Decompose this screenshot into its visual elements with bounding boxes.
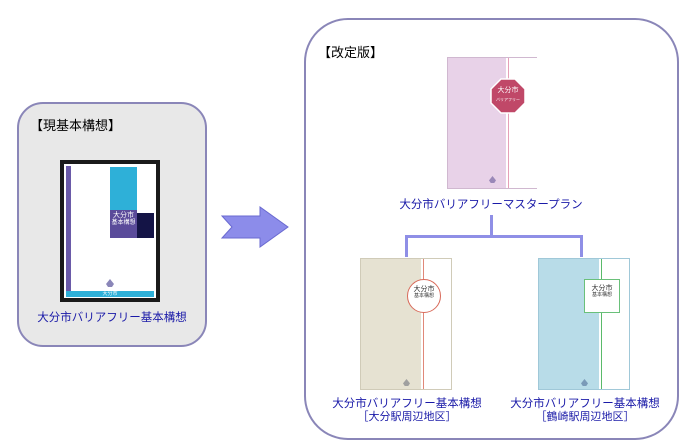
cover-badge: 大分市 バリアフリー <box>490 78 526 114</box>
current-plan-title: 【現基本構想】 <box>30 119 122 134</box>
city-emblem-icon <box>403 371 410 386</box>
frame-subtitle-text: 基本構想 <box>591 292 612 298</box>
city-emblem-icon <box>581 371 588 386</box>
badge-subtitle-text: バリアフリー <box>496 97 520 102</box>
connector-right-branch <box>580 235 583 257</box>
cover-seal: 大分市 基本構想 <box>407 279 441 313</box>
cover-pink-line <box>508 58 509 188</box>
current-plan-cover[interactable]: 大分市 基本構想 大分市 <box>60 160 160 302</box>
cover-red-line <box>423 259 424 389</box>
tsurusaki-station-plan-caption[interactable]: 大分市バリアフリー基本構想 <box>510 396 660 410</box>
cover-side-stripe <box>66 166 71 292</box>
revised-plan-title: 【改定版】 <box>318 46 384 61</box>
cover-green-line <box>601 259 602 389</box>
master-plan-cover[interactable]: 大分市 バリアフリー <box>447 57 537 189</box>
cover-title-text: 大分市 <box>113 211 134 219</box>
master-plan-caption[interactable]: 大分市バリアフリーマスタープラン <box>399 197 583 211</box>
cover-bottom-band: 大分市 <box>66 291 154 297</box>
seal-subtitle-text: 基本構想 <box>413 293 434 299</box>
right-arrow-icon <box>220 206 290 248</box>
connector-crossbar <box>405 235 583 238</box>
frame-title-text: 大分市 <box>591 284 613 292</box>
cover-subtitle-text: 基本構想 <box>111 219 136 226</box>
tsurusaki-station-plan-subtitle: ［鶴崎駅周辺地区］ <box>535 410 635 423</box>
connector-trunk <box>490 215 493 237</box>
tsurusaki-station-plan-cover[interactable]: 大分市 基本構想 <box>538 258 630 390</box>
cover-block-navy <box>137 213 154 238</box>
connector-left-branch <box>405 235 408 257</box>
oita-station-plan-subtitle: ［大分駅周辺地区］ <box>357 410 457 423</box>
city-emblem-icon <box>106 272 114 287</box>
current-plan-caption[interactable]: 大分市バリアフリー基本構想 <box>37 310 187 324</box>
badge-title-text: 大分市 <box>497 86 519 94</box>
cover-block-purple: 大分市 基本構想 <box>110 210 137 238</box>
oita-station-plan-cover[interactable]: 大分市 基本構想 <box>360 258 452 390</box>
seal-title-text: 大分市 <box>413 285 435 293</box>
city-emblem-icon <box>489 168 496 183</box>
cover-frame: 大分市 基本構想 <box>584 279 620 313</box>
cover-footer-text: 大分市 <box>102 291 118 297</box>
oita-station-plan-caption[interactable]: 大分市バリアフリー基本構想 <box>332 396 482 410</box>
